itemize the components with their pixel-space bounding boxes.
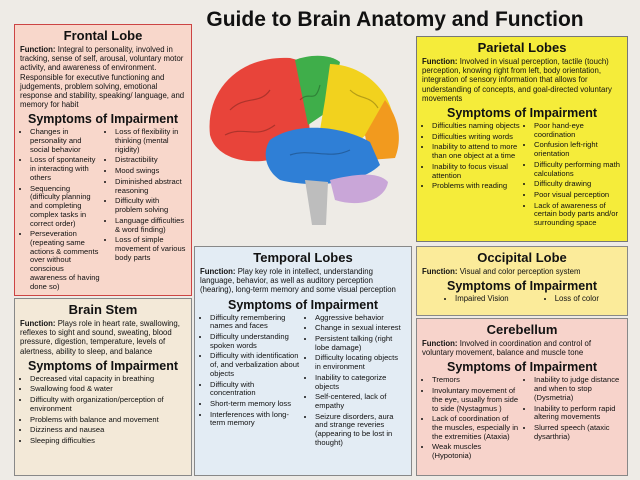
symptom-item: Poor hand-eye coordination	[534, 121, 622, 139]
symptom-item: Difficulty with concentration	[210, 380, 301, 398]
brain-stem-panel: Brain Stem Function: Plays role in heart…	[14, 298, 192, 476]
symptom-item: Difficulty remembering names and faces	[210, 313, 301, 331]
symptom-item: Slurred speech (ataxic dysarthria)	[534, 423, 622, 441]
occipital-symptoms-heading: Symptoms of Impairment	[446, 279, 598, 294]
symptom-item: Impaired Vision	[455, 294, 509, 304]
symptom-item: Self-centered, lack of empathy	[315, 392, 406, 410]
symptom-item: Loss of color	[555, 294, 599, 304]
page-title: Guide to Brain Anatomy and Function	[206, 8, 584, 31]
symptom-item: Perseveration (repeating same actions & …	[30, 229, 101, 291]
symptom-item: Difficulty understanding spoken words	[210, 332, 301, 350]
frontal-function: Function: Integral to personality, invol…	[20, 45, 185, 110]
temporal-symptoms-right: Aggressive behaviorChange in sexual inte…	[305, 313, 406, 450]
stem-symptoms-heading: Symptoms of Impairment	[27, 358, 179, 373]
symptom-item: Weak muscles (Hypotonia)	[432, 442, 520, 460]
symptom-item: Difficulty locating objects in environme…	[315, 353, 406, 371]
stem-region	[305, 180, 328, 225]
symptom-item: Inability to categorize objects	[315, 373, 406, 391]
symptom-item: Inability to attend to more than one obj…	[432, 142, 520, 160]
temporal-symptoms-left: Difficulty remembering names and facesDi…	[200, 313, 301, 450]
stem-symptoms: Decreased vital capacity in breathingSwa…	[20, 374, 186, 446]
symptom-item: Problems with balance and movement	[30, 415, 186, 425]
symptom-item: Decreased vital capacity in breathing	[30, 374, 186, 384]
symptom-item: Lack of coordination of the muscles, esp…	[432, 414, 520, 441]
symptom-item: Dizziness and nausea	[30, 426, 186, 435]
symptom-item: Lack of awareness of certain body parts …	[534, 201, 622, 228]
symptom-item: Persistent talking (right lobe damage)	[315, 334, 406, 352]
symptom-item: Short-term memory loss	[210, 399, 301, 409]
symptom-item: Problems with reading	[432, 182, 520, 191]
symptom-item: Difficulty with organization/perception …	[30, 395, 186, 413]
symptom-item: Interferences with long-term memory	[210, 410, 301, 428]
symptom-item: Swallowing food & water	[30, 385, 186, 394]
parietal-title: Parietal Lobes	[477, 40, 567, 55]
symptom-item: Difficulty drawing	[534, 180, 622, 189]
parietal-function: Function: Involved in visual perception,…	[422, 57, 612, 103]
parietal-symptoms-heading: Symptoms of Impairment	[446, 105, 598, 120]
symptom-item: Diminished abstract reasoning	[115, 177, 186, 195]
symptom-item: Sleeping difficulties	[30, 436, 186, 446]
cerebellum-title: Cerebellum	[486, 322, 558, 337]
parietal-lobe-panel: Parietal Lobes Function: Involved in vis…	[416, 36, 628, 242]
temporal-symptoms-heading: Symptoms of Impairment	[227, 297, 379, 312]
occipital-symptoms: Impaired Vision Loss of color	[422, 294, 622, 306]
symptom-item: Mood swings	[115, 166, 186, 176]
symptom-item: Loss of simple movement of various body …	[115, 235, 186, 262]
symptom-item: Difficulties naming objects	[432, 121, 520, 131]
temporal-function: Function: Play key role in intellect, un…	[200, 267, 396, 295]
symptom-item: Changes in personality and social behavi…	[30, 127, 101, 154]
temporal-lobe-panel: Temporal Lobes Function: Play key role i…	[194, 246, 412, 476]
occipital-lobe-panel: Occipital Lobe Function: Visual and colo…	[416, 246, 628, 316]
cerebellum-function: Function: Involved in coordination and c…	[422, 339, 592, 358]
temporal-title: Temporal Lobes	[253, 250, 353, 265]
symptom-item: Difficulties writing words	[432, 132, 520, 142]
symptom-item: Loss of spontaneity in interacting with …	[30, 156, 101, 182]
symptom-item: Seizure disorders, aura and strange reve…	[315, 412, 406, 448]
frontal-lobe-panel: Frontal Lobe Function: Integral to perso…	[14, 24, 192, 296]
frontal-title: Frontal Lobe	[63, 28, 143, 43]
symptom-item: Difficulty with identification of, and v…	[210, 352, 301, 378]
cerebellum-symptoms-heading: Symptoms of Impairment	[446, 360, 598, 375]
symptom-item: Confusion left-right orientation	[534, 140, 622, 158]
symptom-item: Difficulty performing math calculations	[534, 160, 622, 178]
stem-function: Function: Plays role in heart rate, swal…	[20, 319, 180, 356]
symptom-item: Inability to focus visual attention	[432, 162, 520, 180]
symptom-item: Change in sexual interest	[315, 324, 406, 333]
occipital-title: Occipital Lobe	[477, 250, 567, 265]
symptom-item: Sequencing (difficulty planning and comp…	[30, 184, 101, 229]
cerebellum-symptoms-right: Inability to judge distance and when to …	[524, 375, 622, 462]
symptom-item: Loss of flexibility in thinking (mental …	[115, 127, 186, 154]
symptom-item: Distractibility	[115, 156, 186, 165]
parietal-symptoms-right: Poor hand-eye coordinationConfusion left…	[524, 121, 622, 230]
frontal-symptoms-right: Loss of flexibility in thinking (mental …	[105, 127, 186, 293]
temporal-region	[265, 127, 380, 185]
symptom-item: Tremors	[432, 376, 520, 385]
symptom-item: Difficulty with problem solving	[115, 196, 186, 214]
cerebellum-symptoms-left: TremorsInvoluntary movement of the eye, …	[422, 376, 520, 462]
symptom-item: Inability to perform rapid altering move…	[534, 404, 622, 422]
cerebellum-panel: Cerebellum Function: Involved in coordin…	[416, 318, 628, 476]
parietal-symptoms-left: Difficulties naming objectsDifficulties …	[422, 121, 520, 230]
occipital-region	[365, 100, 399, 160]
frontal-symptoms-heading: Symptoms of Impairment	[27, 112, 179, 127]
symptom-item: Aggressive behavior	[315, 313, 406, 323]
frontal-symptoms-left: Changes in personality and social behavi…	[20, 127, 101, 293]
cerebellum-region	[330, 174, 388, 204]
stem-title: Brain Stem	[68, 302, 138, 317]
symptom-item: Inability to judge distance and when to …	[534, 375, 622, 402]
occipital-function: Function: Visual and color perception sy…	[422, 267, 581, 276]
symptom-item: Poor visual perception	[534, 190, 622, 200]
symptom-item: Language difficulties & word finding)	[115, 216, 186, 234]
brain-illustration	[209, 55, 399, 225]
symptom-item: Involuntary movement of the eye, usually…	[432, 386, 520, 413]
